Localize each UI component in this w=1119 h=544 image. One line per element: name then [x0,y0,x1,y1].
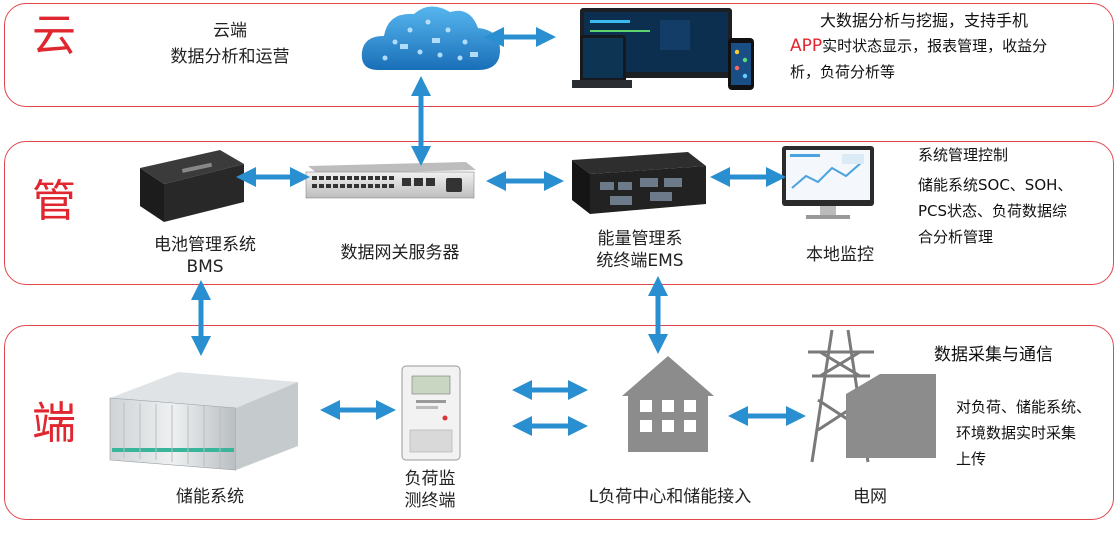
storage-container-icon [109,372,298,471]
edge-tier-title: 端 [32,398,76,449]
meter-label-line2: 测终端 [404,491,456,511]
ems-label-line2: 统终端EMS [596,251,684,271]
load-center-building-icon [622,356,714,452]
gateway-switch-icon [305,162,476,199]
edge-note: 对负荷、储能系统、 环境数据实时采集 上传 [956,394,1091,472]
grid-label: 电网 [853,487,887,507]
bms-label-line1: 电池管理系统 [154,235,256,255]
ems-label-line1: 能量管理系 [597,229,683,249]
management-heading: 系统管理控制 [918,146,1009,164]
meter-label-line1: 负荷监 [404,469,456,489]
ems-device-icon [572,152,706,214]
cloud-node-subtitle: 数据分析和运营 [170,47,290,67]
substation-body [846,394,936,458]
storage-label: 储能系统 [176,487,244,507]
management-note-line2: PCS状态、负荷数据综 [918,202,1068,220]
bms-device-icon [140,150,244,222]
management-note-line1: 储能系统SOC、SOH、 [918,176,1073,194]
management-note-line3: 合分析管理 [918,228,994,246]
cloud-tier-frame [4,3,1114,107]
local-monitor-label: 本地监控 [806,245,874,265]
cloud-note-line1: 实时状态显示，报表管理，收益分 [822,37,1048,55]
cloud-icon [361,6,500,70]
cloud-note-line2: 析，负荷分析等 [790,63,896,81]
cloud-note-app-prefix: APP [790,36,823,56]
local-monitor-icon [782,146,874,219]
substation-roof [846,374,936,394]
management-tier-title: 管 [32,176,76,227]
management-note: 储能系统SOC、SOH、 PCS状态、负荷数据综 合分析管理 [918,172,1072,250]
edge-note-line1: 对负荷、储能系统、 [956,398,1092,416]
connection-arrows [191,27,806,436]
cloud-heading: 大数据分析与挖掘，支持手机 [820,11,1029,30]
edge-note-line2: 环境数据实时采集 [956,424,1077,442]
gateway-label: 数据网关服务器 [340,243,460,263]
load-meter-icon [401,365,461,461]
edge-tier-frame [4,325,1114,520]
edge-note-line3: 上传 [956,450,987,468]
bms-label-line2: BMS [186,257,224,277]
multi-device-icon [572,8,754,90]
load-center-label: L负荷中心和储能接入 [588,487,752,507]
cloud-node-label: 云端 [213,21,247,41]
cloud-note: APP实时状态显示，报表管理，收益分 析，负荷分析等 [790,33,1047,85]
cloud-tier-title: 云 [32,10,76,61]
edge-heading: 数据采集与通信 [934,345,1053,365]
management-tier-frame [4,141,1114,285]
